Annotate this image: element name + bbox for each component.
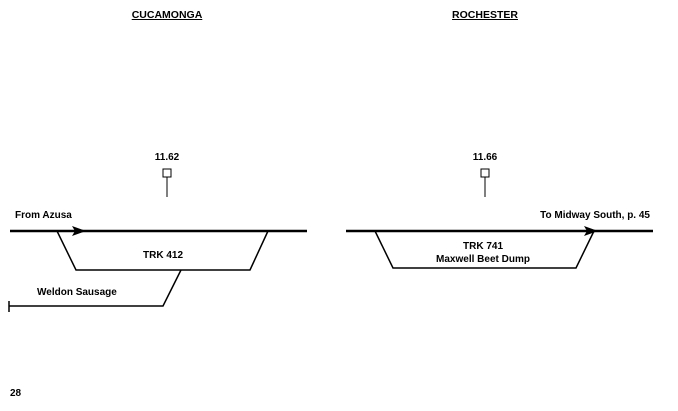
track-sublabel: Maxwell Beet Dump	[436, 254, 530, 265]
page-number: 28	[10, 388, 22, 399]
milepost-label: 11.62	[154, 152, 180, 163]
station-name-cucamonga: CUCAMONGA	[131, 9, 203, 21]
to-label: To Midway South, p. 45	[540, 210, 650, 221]
direction-arrow-icon	[584, 226, 598, 236]
milepost-label: 11.66	[472, 152, 498, 163]
spur-weldon-sausage	[9, 269, 182, 307]
signal-icon	[162, 168, 172, 178]
station-name-rochester: ROCHESTER	[452, 9, 518, 21]
siding-trk-412	[56, 230, 269, 271]
track-label: TRK 741	[462, 241, 504, 252]
from-label: From Azusa	[15, 210, 72, 221]
track-label: TRK 412	[142, 250, 184, 261]
spur-label: Weldon Sausage	[37, 287, 117, 298]
siding-trk-741	[374, 230, 595, 269]
direction-arrow-icon	[72, 226, 86, 236]
signal-icon	[480, 168, 490, 178]
